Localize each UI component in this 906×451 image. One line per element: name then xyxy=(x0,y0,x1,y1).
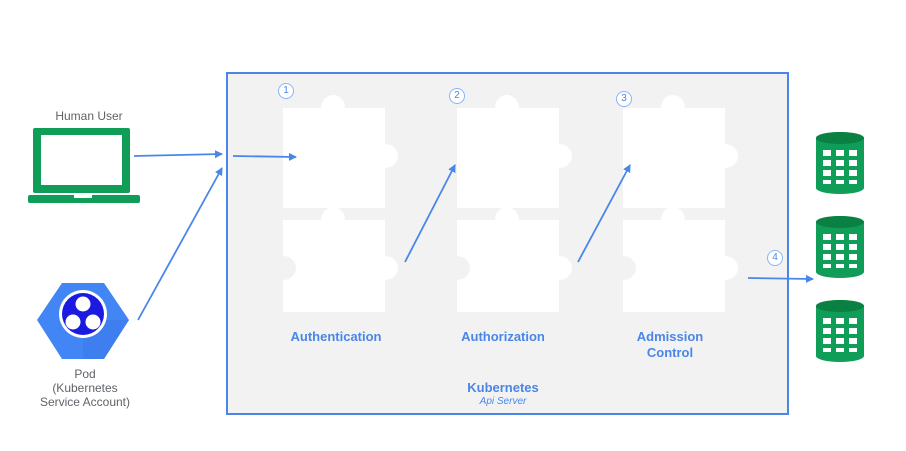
laptop-icon xyxy=(28,128,140,203)
pod-label-line1: Pod xyxy=(74,367,96,381)
database-icon xyxy=(816,300,864,362)
step-number-2: 2 xyxy=(449,88,465,104)
puzzle-icon xyxy=(623,95,738,312)
pod-icon xyxy=(37,283,129,359)
authorization-label: Authorization xyxy=(461,329,545,344)
database-icon xyxy=(816,132,864,194)
pod-label-line3: Service Account) xyxy=(39,395,131,409)
step-number-4: 4 xyxy=(767,250,783,266)
server-subtitle: Api Server xyxy=(479,396,527,407)
admission-control-line2: Control xyxy=(646,345,694,360)
flow-arrows xyxy=(133,150,814,321)
pod-label-line2: (Kubernetes xyxy=(52,381,118,395)
step-number-3: 3 xyxy=(616,91,632,107)
puzzle-icon xyxy=(457,95,572,312)
puzzle-icon xyxy=(283,95,398,312)
human-user-label: Human User xyxy=(55,109,123,123)
admission-control-label: Admission Control xyxy=(610,329,730,361)
authentication-label: Authentication xyxy=(290,329,382,344)
database-icon xyxy=(816,216,864,278)
server-title: Kubernetes xyxy=(467,380,539,395)
admission-control-line1: Admission xyxy=(636,329,704,344)
step-number-1: 1 xyxy=(278,83,294,99)
pod-label: Pod (Kubernetes Service Account) xyxy=(20,367,150,409)
